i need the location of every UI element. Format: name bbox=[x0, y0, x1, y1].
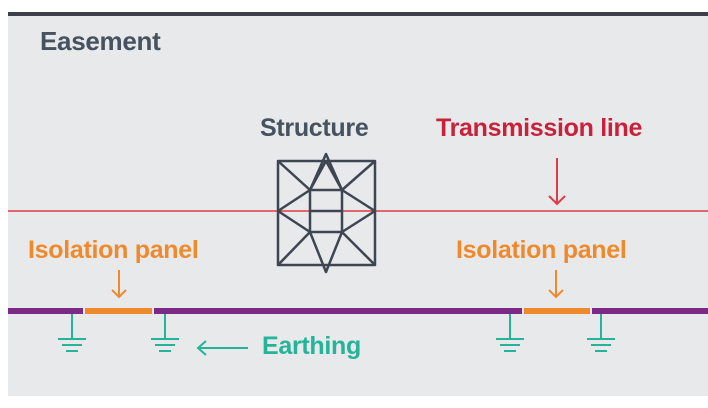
transmission-line-label: Transmission line bbox=[436, 114, 643, 142]
earthing-arrow bbox=[196, 340, 248, 356]
structure-icon bbox=[276, 152, 377, 274]
easement-area bbox=[8, 12, 708, 396]
earthing-icon bbox=[151, 314, 179, 352]
transmission-arrow bbox=[548, 158, 566, 206]
isolation-arrow-left bbox=[111, 270, 127, 299]
isolation-panel-right-label: Isolation panel bbox=[456, 236, 627, 264]
earthing-icon bbox=[496, 314, 524, 352]
structure-label: Structure bbox=[260, 114, 369, 142]
isolation-panel-left-label: Isolation panel bbox=[28, 236, 199, 264]
earthing-label: Earthing bbox=[262, 332, 361, 360]
earthing-icon bbox=[58, 314, 86, 352]
isolation-arrow-right bbox=[548, 270, 564, 299]
easement-label: Easement bbox=[40, 26, 161, 56]
earthing-icon bbox=[587, 314, 615, 352]
